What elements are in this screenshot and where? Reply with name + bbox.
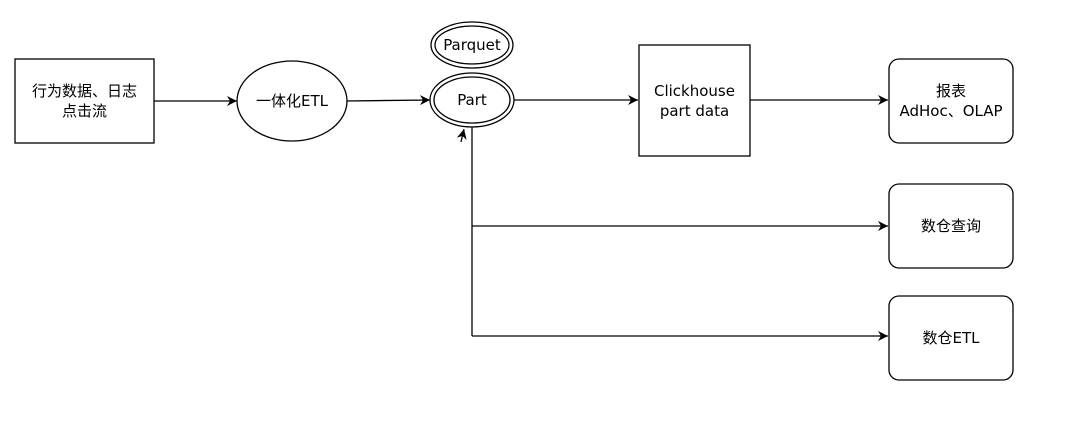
node-etl-unified: 一体化ETL [236,60,348,142]
node-report-shape [888,58,1014,144]
node-source-label-line1: 行为数据、日志 [32,82,137,100]
node-part-label: Part [457,91,487,109]
node-part-outer-shape [429,72,515,128]
node-part-inner-shape [433,76,511,124]
node-dw-etl-label: 数仓ETL [923,329,981,347]
node-parquet-inner-shape [434,25,510,65]
node-parquet: Parquet [430,21,514,69]
node-source: 行为数据、日志 点击流 [14,58,155,144]
node-part: Part [429,72,515,128]
node-dw-query-label: 数仓查询 [921,217,981,235]
node-clickhouse: Clickhouse part data [638,44,751,157]
node-clickhouse-label-line2: part data [660,102,729,120]
node-source-label-line2: 点击流 [62,102,107,120]
node-etl-unified-shape [236,60,348,142]
edge-etl-to-part [345,95,431,106]
node-dw-etl: 数仓ETL [888,295,1014,381]
node-etl-unified-label: 一体化ETL [256,92,329,110]
edge-back-arrow-to-part [456,128,467,143]
node-parquet-label: Parquet [443,36,501,54]
node-dw-etl-shape [888,295,1014,381]
node-dw-query-shape [888,183,1014,269]
edges [154,95,888,341]
node-parquet-outer-shape [430,21,514,69]
node-clickhouse-label-line1: Clickhouse [654,82,735,100]
node-report: 报表 AdHoc、OLAP [888,58,1014,144]
node-source-shape [14,58,155,144]
node-report-label-line1: 报表 [936,82,966,100]
node-report-label-line2: AdHoc、OLAP [899,102,1002,120]
node-dw-query: 数仓查询 [888,183,1014,269]
node-clickhouse-shape [638,44,751,157]
